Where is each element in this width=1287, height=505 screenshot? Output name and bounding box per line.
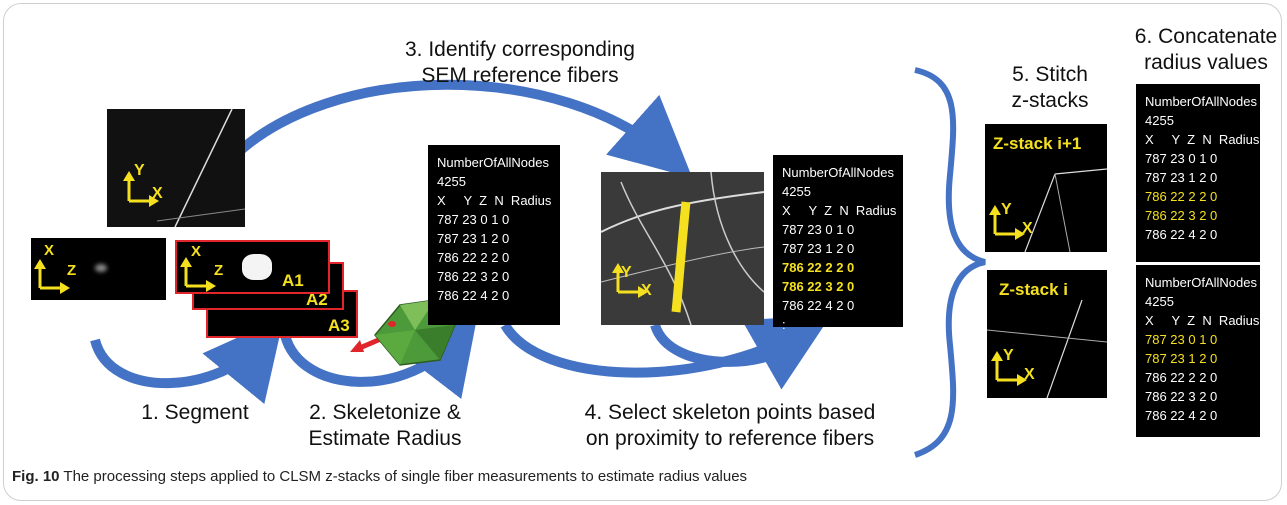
- axis-y-label: Y: [134, 162, 145, 179]
- figure-caption: Fig. 10 The processing steps applied to …: [12, 468, 747, 485]
- step-5-label: 5. Stitch z-stacks: [1011, 63, 1089, 112]
- axis-z-label: Z: [67, 262, 77, 279]
- axis-y-label: Y: [621, 264, 632, 281]
- step-4-label: 4. Select skeleton points based on proxi…: [584, 401, 876, 450]
- zstack-upper-label: Z-stack i+1: [993, 134, 1082, 153]
- axis-x-label: X: [1024, 366, 1035, 383]
- caption-text: The processing steps applied to CLSM z-s…: [59, 468, 748, 485]
- skeleton-node-table: NumberOfAllNodes 4255 X Y Z N Radius 787…: [428, 145, 560, 325]
- axis-x-label: X: [641, 282, 652, 299]
- selected-node-table: NumberOfAllNodes 4255 X Y Z N Radius 787…: [773, 155, 903, 332]
- axis-z-label: Z: [214, 262, 224, 279]
- axis-x-label: X: [44, 242, 55, 259]
- region-a2-label: A2: [306, 290, 328, 309]
- zstack-lower-image: Z-stack i Y X: [987, 270, 1107, 398]
- step-3-label: 3. Identify corresponding SEM reference …: [405, 38, 635, 87]
- segment-slice-a1: X Z A1: [175, 240, 330, 294]
- figure-frame: [3, 3, 1282, 501]
- arrow-select-2: [650, 323, 805, 367]
- axis-x-label: X: [191, 243, 202, 260]
- axis-y-label: Y: [1001, 201, 1012, 218]
- concat-table-lower: NumberOfAllNodes 4255 X Y Z N Radius 787…: [1136, 265, 1260, 437]
- axis-y-label: Y: [1003, 347, 1014, 364]
- sem-reference-image: Y X: [601, 172, 764, 325]
- concat-table-upper: NumberOfAllNodes 4255 X Y Z N Radius 787…: [1136, 84, 1260, 262]
- region-a3-label: A3: [328, 316, 350, 335]
- step-2-label: 2. Skeletonize & Estimate Radius: [308, 401, 462, 450]
- figure-label: Fig. 10: [12, 468, 60, 485]
- step-6-label: 6. Concatenate radius values: [1134, 25, 1278, 74]
- axis-x-label: X: [152, 185, 163, 202]
- axis-x-label: X: [1022, 220, 1033, 237]
- curly-brace: [913, 67, 986, 458]
- zstack-upper-image: Z-stack i+1 Y X: [985, 124, 1107, 252]
- zstack-lower-label: Z-stack i: [999, 280, 1068, 299]
- arrow-segment: [90, 316, 285, 405]
- blob: [95, 264, 107, 272]
- step-1-label: 1. Segment: [141, 401, 249, 424]
- clsm-xy-image: Y X: [107, 109, 245, 227]
- arrow-identify: [226, 79, 693, 178]
- clsm-xz-image: X Z: [31, 238, 166, 300]
- icosahedron-icon: [374, 299, 456, 366]
- fiber-lines: [123, 109, 245, 227]
- arrow-select: [500, 315, 832, 390]
- region-a1-label: A1: [282, 271, 304, 290]
